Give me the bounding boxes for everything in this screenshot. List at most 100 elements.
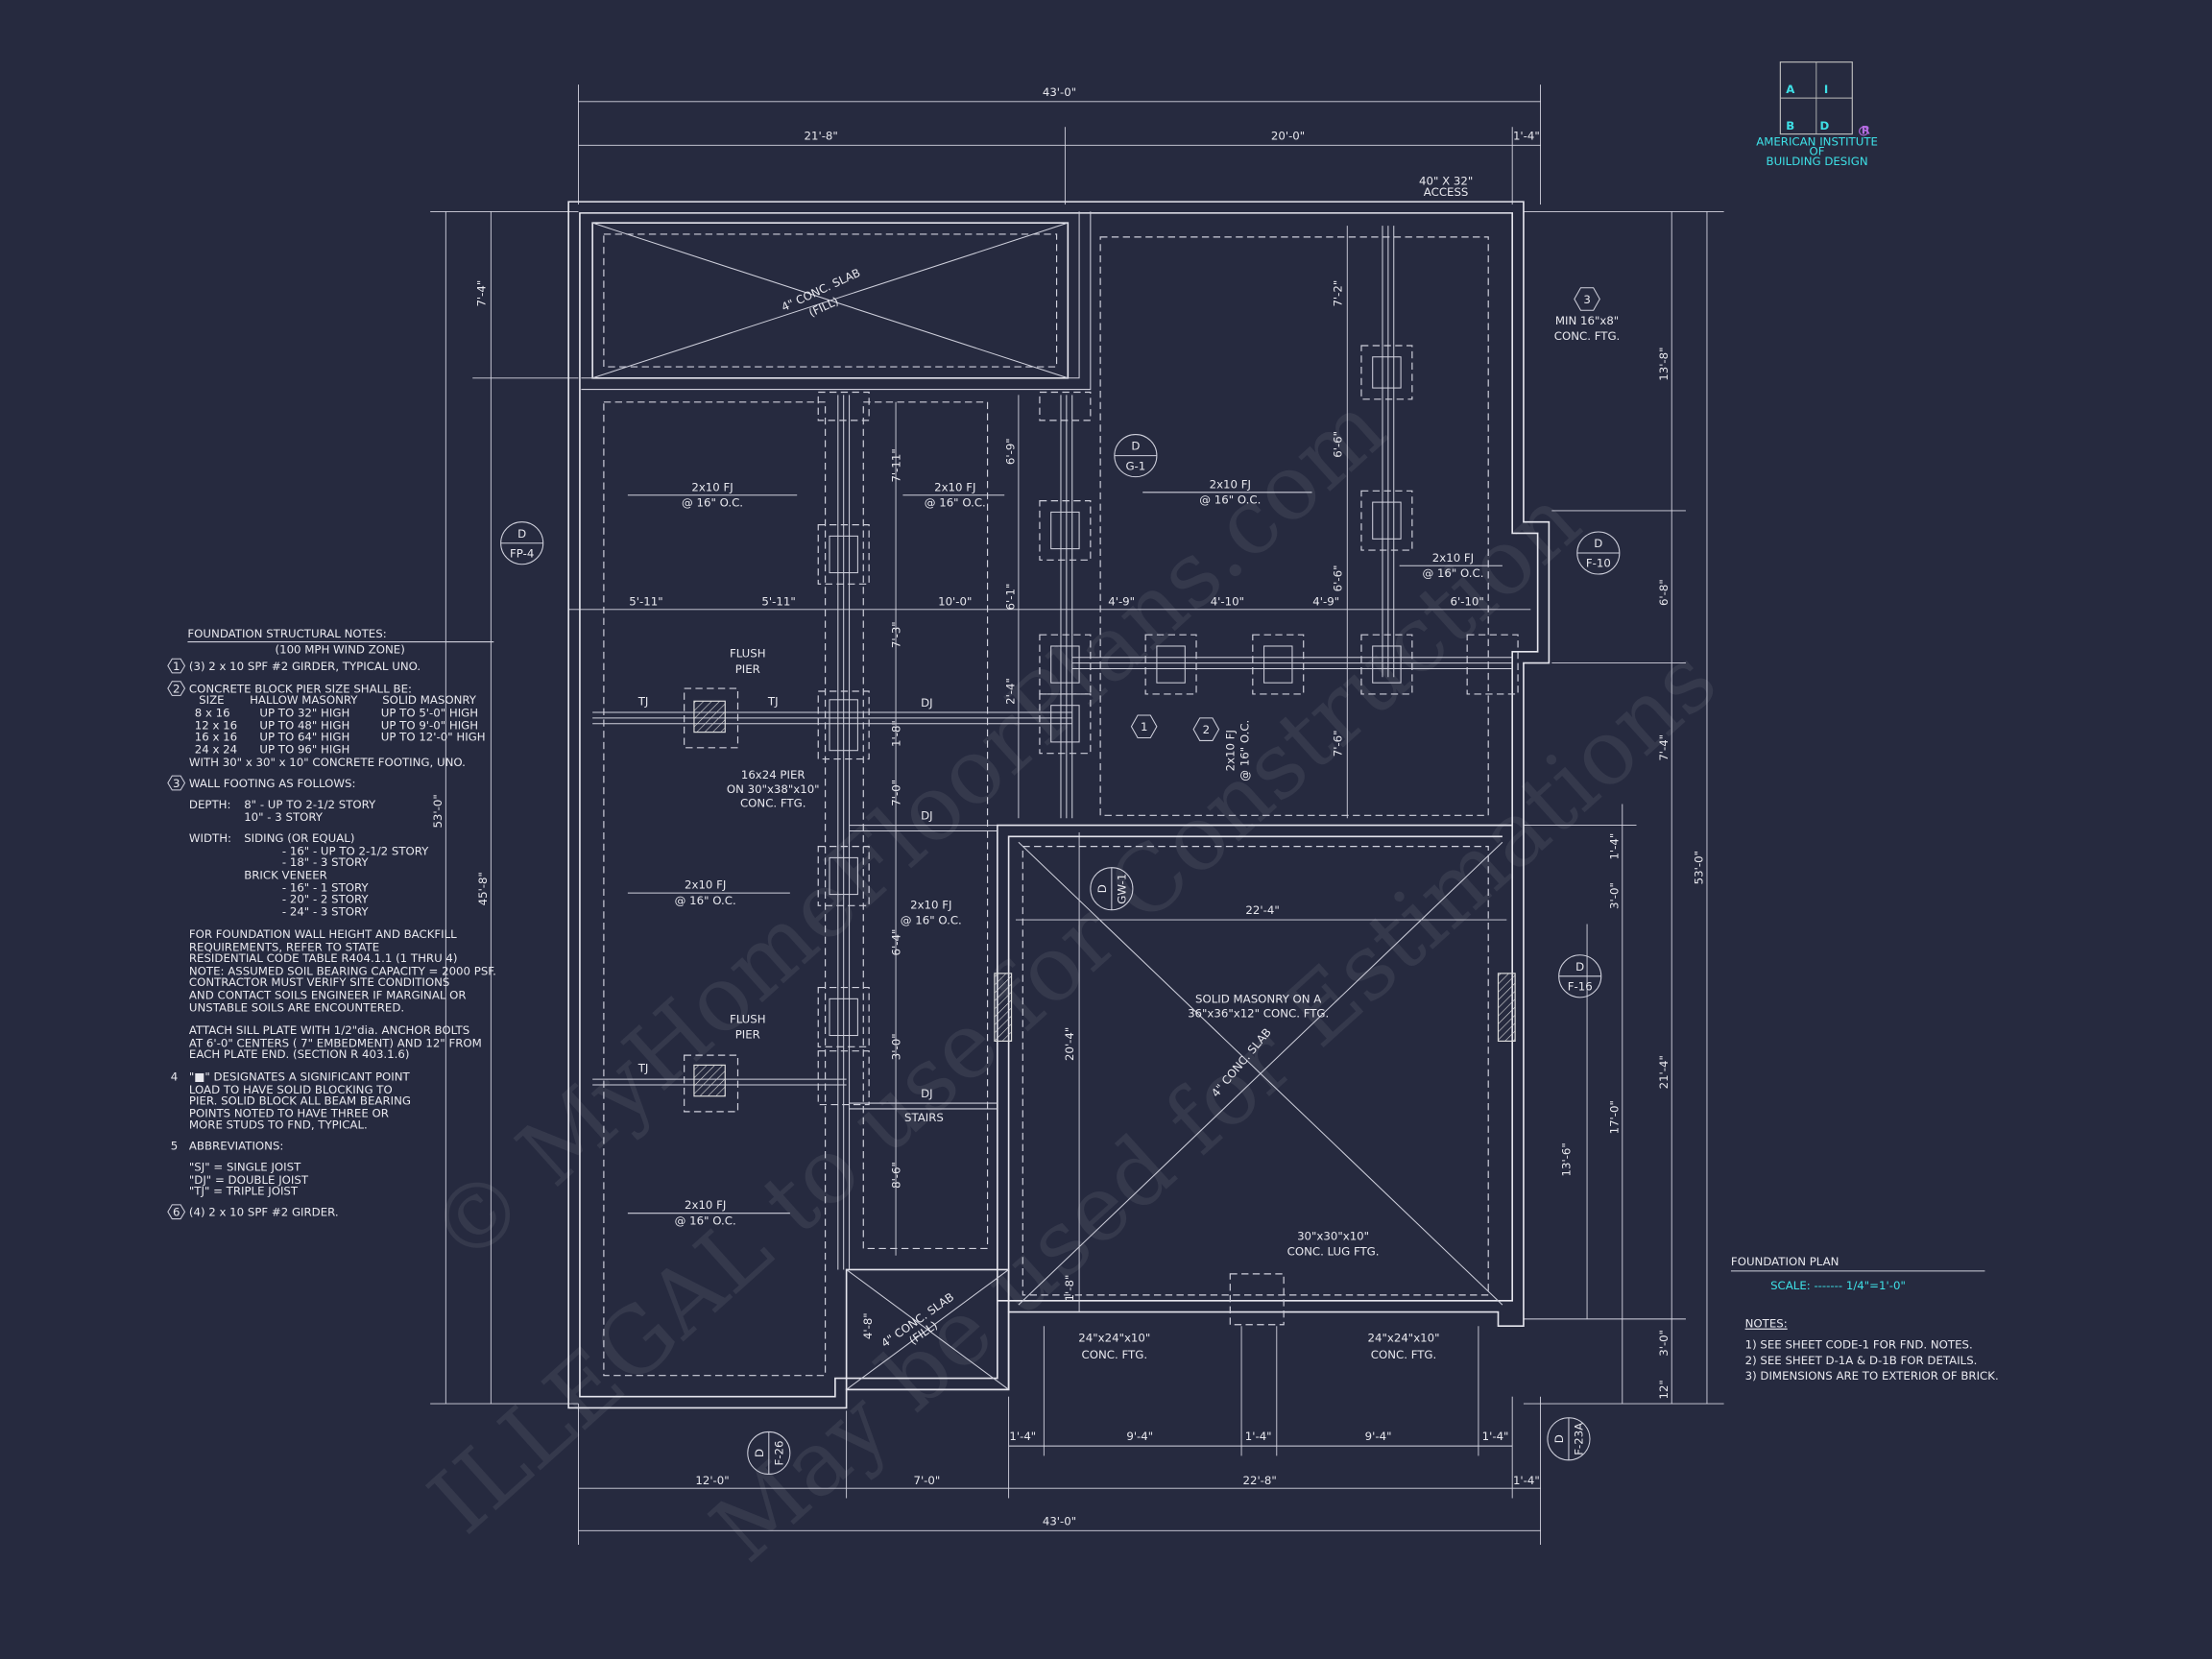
svg-text:- 16" - UP TO 2-1/2 STORY: - 16" - UP TO 2-1/2 STORY bbox=[282, 844, 429, 857]
svg-text:@ 16" O.C.: @ 16" O.C. bbox=[1199, 493, 1261, 507]
svg-text:@ 16" O.C.: @ 16" O.C. bbox=[925, 496, 986, 510]
svg-text:REQUIREMENTS, REFER TO STATE: REQUIREMENTS, REFER TO STATE bbox=[189, 940, 379, 953]
svg-text:16 x 16: 16 x 16 bbox=[195, 730, 237, 743]
note-6: (4) 2 x 10 SPF #2 GIRDER. bbox=[189, 1206, 339, 1219]
dim-label: 22'-4" bbox=[1245, 903, 1279, 917]
svg-text:@ 16" O.C.: @ 16" O.C. bbox=[1238, 720, 1251, 781]
sheet-note: 3) DIMENSIONS ARE TO EXTERIOR OF BRICK. bbox=[1745, 1369, 1999, 1382]
tag-3: 3 bbox=[1574, 287, 1600, 311]
svg-text:@ 16" O.C.: @ 16" O.C. bbox=[682, 496, 743, 510]
svg-text:F-26: F-26 bbox=[773, 1440, 786, 1465]
svg-text:2: 2 bbox=[1203, 723, 1210, 736]
dim-label: 5'-11" bbox=[629, 594, 662, 608]
svg-text:UP TO 9'-0" HIGH: UP TO 9'-0" HIGH bbox=[381, 719, 478, 733]
joist-label: 2x10 FJ@ 16" O.C. bbox=[627, 480, 798, 510]
svg-text:DEPTH:: DEPTH: bbox=[189, 798, 231, 811]
svg-text:@ 16" O.C.: @ 16" O.C. bbox=[675, 1214, 736, 1227]
aibd-logo: A I B D R AMERICAN INSTITUTE OF BUILDING… bbox=[1756, 61, 1878, 168]
joist-label: 2x10 FJ@ 16" O.C. bbox=[901, 898, 962, 926]
svg-text:2x10 FJ: 2x10 FJ bbox=[1210, 477, 1251, 491]
svg-text:MORE STUDS TO FND, TYPICAL.: MORE STUDS TO FND, TYPICAL. bbox=[189, 1118, 368, 1132]
svg-text:G-1: G-1 bbox=[1125, 459, 1145, 472]
detail-callout-f-16[interactable]: D F-16 bbox=[1558, 954, 1602, 998]
dim-label: 17'-0" bbox=[1607, 1100, 1621, 1134]
dim-label: 1'-8" bbox=[1063, 1275, 1076, 1302]
tag-2: 2 bbox=[1192, 717, 1220, 741]
dim-label: 1'-4" bbox=[1482, 1430, 1509, 1443]
dim-label: 6'-4" bbox=[889, 929, 902, 956]
dim-label: 7'-6" bbox=[1331, 730, 1344, 757]
svg-text:ABBREVIATIONS:: ABBREVIATIONS: bbox=[189, 1140, 283, 1153]
svg-text:8" - UP TO 2-1/2 STORY: 8" - UP TO 2-1/2 STORY bbox=[244, 798, 376, 811]
dim-label: 7'-11" bbox=[889, 448, 902, 482]
svg-text:PIER. SOLID BLOCK ALL BEAM BEA: PIER. SOLID BLOCK ALL BEAM BEARING bbox=[189, 1094, 411, 1108]
dim-label: 6'-9" bbox=[1003, 438, 1017, 465]
detail-callout-f-26[interactable]: D F-26 bbox=[747, 1431, 791, 1476]
svg-text:FOR FOUNDATION WALL HEIGHT AND: FOR FOUNDATION WALL HEIGHT AND BACKFILL bbox=[189, 927, 457, 941]
svg-text:UP TO 64" HIGH: UP TO 64" HIGH bbox=[259, 730, 349, 743]
svg-text:@ 16" O.C.: @ 16" O.C. bbox=[901, 913, 962, 926]
svg-text:2x10 FJ: 2x10 FJ bbox=[934, 480, 975, 493]
svg-text:2x10 FJ: 2x10 FJ bbox=[685, 1198, 726, 1212]
joist-label: 2x10 FJ@ 16" O.C. bbox=[1224, 720, 1252, 781]
svg-text:- 18" - 3 STORY: - 18" - 3 STORY bbox=[282, 855, 370, 869]
tj-label: TJ bbox=[637, 1062, 649, 1075]
dim-label: 3'-0" bbox=[1607, 882, 1621, 909]
dim-label: 53'-0" bbox=[431, 794, 445, 828]
dimension-lines bbox=[430, 84, 1724, 1545]
svg-text:BRICK VENEER: BRICK VENEER bbox=[244, 868, 327, 881]
dim-label: 12" bbox=[1657, 1380, 1671, 1399]
dim-label: 4'-9" bbox=[1108, 594, 1135, 608]
detail-callout-g-1[interactable]: DG-1 bbox=[1114, 434, 1158, 478]
svg-text:12 x 16: 12 x 16 bbox=[195, 719, 237, 733]
svg-text:A: A bbox=[1786, 83, 1795, 96]
pier-table-header: SOLID MASONRY bbox=[382, 693, 477, 707]
svg-text:POINTS NOTED TO HAVE THREE OR: POINTS NOTED TO HAVE THREE OR bbox=[189, 1107, 389, 1120]
svg-text:BUILDING DESIGN: BUILDING DESIGN bbox=[1767, 155, 1868, 168]
dim-label: 1'-4" bbox=[1009, 1430, 1036, 1443]
access-label: ACCESS bbox=[1424, 185, 1469, 199]
footing-label: CONC. FTG. bbox=[1082, 1348, 1148, 1361]
dim-label: 9'-4" bbox=[1126, 1430, 1153, 1443]
svg-text:1: 1 bbox=[173, 660, 180, 673]
flush-pier-label: FLUSH bbox=[730, 1012, 766, 1025]
svg-text:R: R bbox=[1862, 124, 1870, 137]
min-footing-label: MIN 16"x8" bbox=[1555, 314, 1619, 327]
dim-label: 7'-3" bbox=[889, 621, 902, 648]
dim-label: 1'-4" bbox=[1607, 833, 1621, 860]
access-label: 40" X 32" bbox=[1419, 174, 1473, 187]
dj-label: DJ bbox=[921, 1087, 933, 1100]
svg-text:F-16: F-16 bbox=[1568, 980, 1593, 994]
svg-text:6: 6 bbox=[173, 1206, 180, 1219]
pier-label: 16x24 PIER bbox=[741, 768, 805, 781]
svg-text:- 20" - 2 STORY: - 20" - 2 STORY bbox=[282, 892, 370, 905]
pier-label: ON 30"x38"x10" bbox=[727, 782, 820, 796]
sheet-note: 2) SEE SHEET D-1A & D-1B FOR DETAILS. bbox=[1745, 1354, 1978, 1367]
svg-text:D: D bbox=[1575, 960, 1584, 974]
svg-text:FP-4: FP-4 bbox=[510, 546, 534, 560]
svg-text:D: D bbox=[1820, 119, 1830, 132]
svg-text:4: 4 bbox=[171, 1070, 178, 1084]
svg-text:UP TO 32" HIGH: UP TO 32" HIGH bbox=[259, 706, 349, 719]
dim-label: 6'-8" bbox=[1657, 579, 1671, 606]
svg-text:F-10: F-10 bbox=[1586, 557, 1611, 570]
flush-pier-label: PIER bbox=[735, 1027, 760, 1041]
detail-callout-fp-4[interactable]: D FP-4 bbox=[500, 521, 544, 565]
dim-label: 20'-4" bbox=[1063, 1027, 1076, 1061]
detail-callout-f-10[interactable]: DF-10 bbox=[1576, 531, 1621, 575]
dim-label: 13'-8" bbox=[1657, 347, 1671, 380]
svg-text:D: D bbox=[517, 527, 526, 541]
dim-label: 9'-4" bbox=[1365, 1430, 1392, 1443]
dim-label: 12'-0" bbox=[695, 1474, 729, 1487]
svg-text:10" - 3 STORY: 10" - 3 STORY bbox=[244, 810, 324, 824]
footing-label: 24"x24"x10" bbox=[1078, 1331, 1150, 1344]
svg-text:1: 1 bbox=[1141, 720, 1147, 733]
dim-label: 1'-8" bbox=[889, 720, 902, 747]
svg-text:D: D bbox=[753, 1449, 766, 1457]
notes-subheading: (100 MPH WIND ZONE) bbox=[276, 642, 405, 656]
svg-text:@ 16" O.C.: @ 16" O.C. bbox=[1422, 566, 1483, 580]
dim-label: 22'-8" bbox=[1243, 1474, 1277, 1487]
dim-label: 4'-9" bbox=[1312, 594, 1339, 608]
